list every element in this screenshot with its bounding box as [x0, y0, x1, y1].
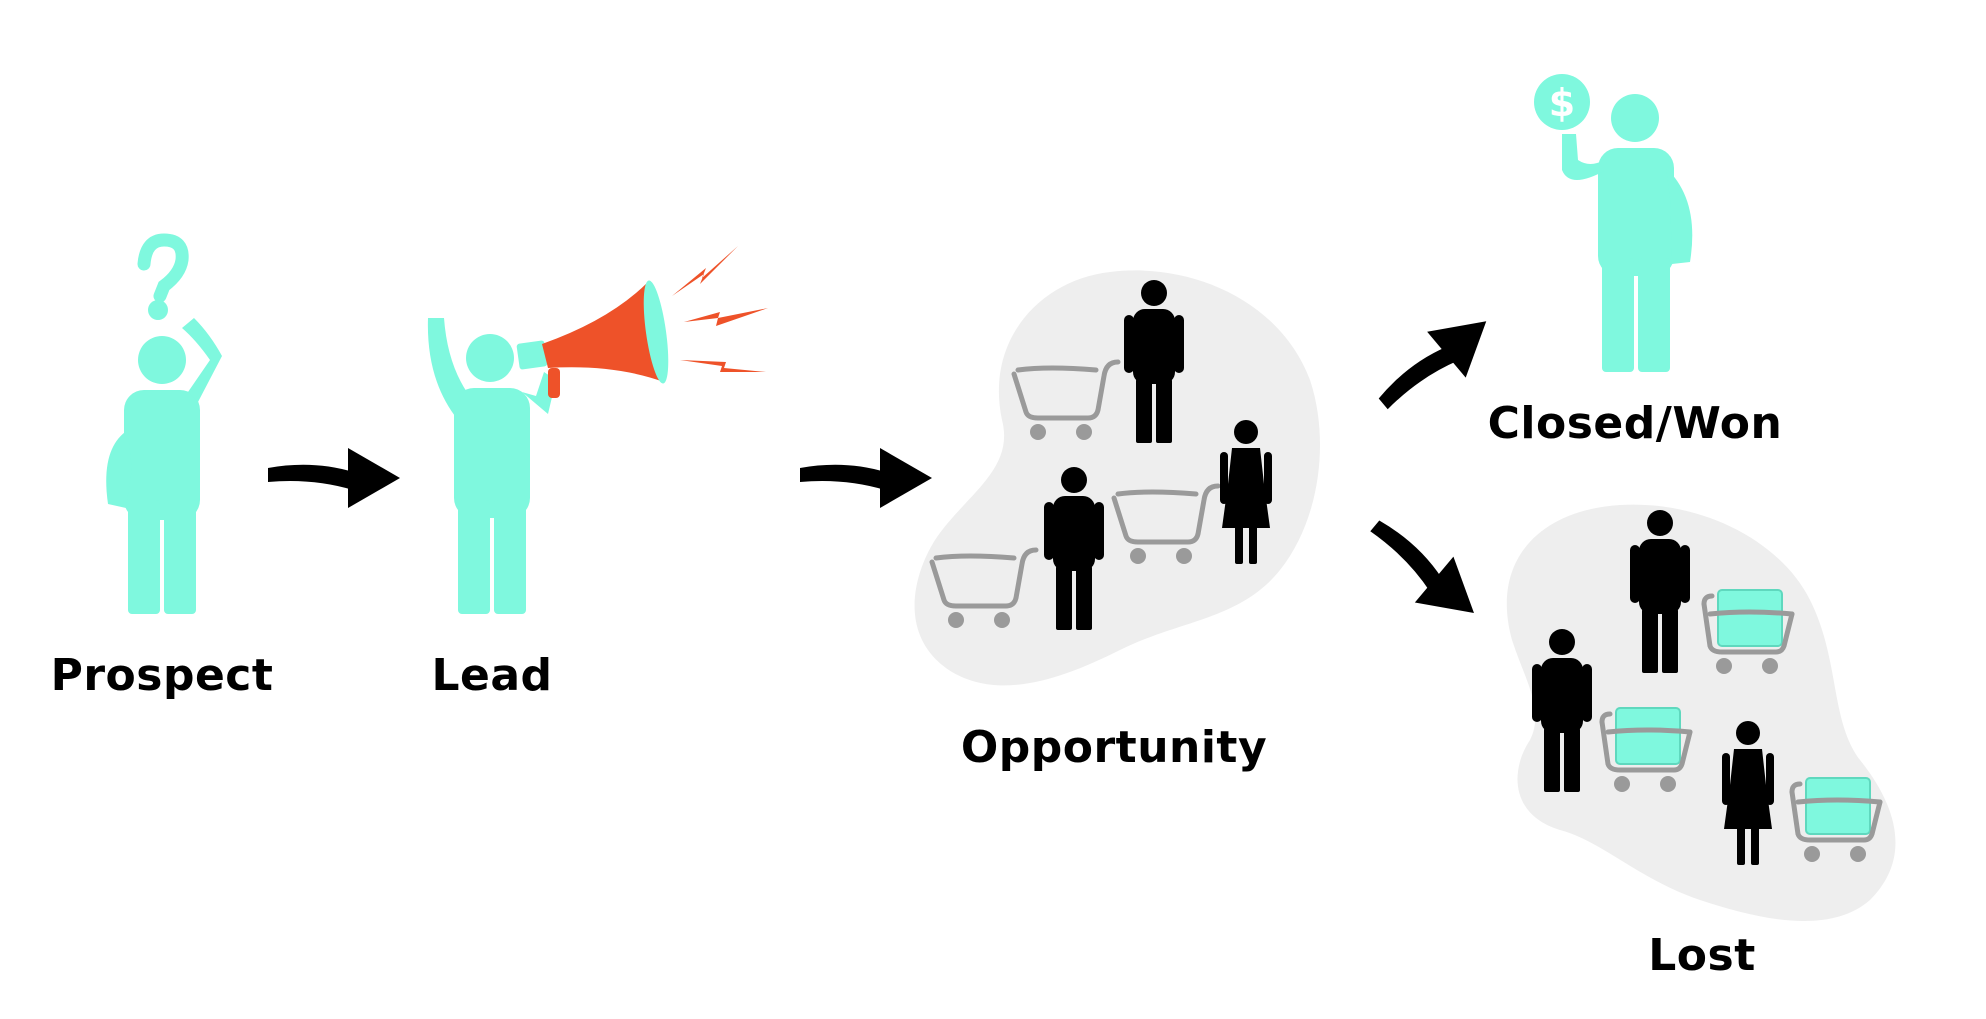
- lost-cluster: [1506, 504, 1896, 921]
- opportunity-cluster: [914, 270, 1320, 686]
- flow-arrow-lead-to-opportunity: [800, 448, 932, 508]
- dollar-coin-icon: $: [1534, 74, 1590, 130]
- flow-arrow-opportunity-to-lost: [1353, 505, 1494, 636]
- svg-text:$: $: [1549, 81, 1575, 125]
- flow-arrow-prospect-to-lead: [268, 448, 400, 508]
- closed-won-figure: $: [1534, 74, 1693, 372]
- opportunity-label: Opportunity: [960, 722, 1268, 773]
- lost-label: Lost: [1648, 930, 1756, 981]
- person-icon: [427, 318, 556, 614]
- megaphone-icon: [516, 280, 669, 398]
- flow-arrow-opportunity-to-closed-won: [1365, 298, 1506, 430]
- lost-cloud-shape: [1506, 504, 1896, 921]
- closed-won-label: Closed/Won: [1487, 398, 1783, 449]
- lead-figure: [427, 246, 768, 614]
- prospect-figure: [106, 233, 222, 614]
- lead-label: Lead: [431, 650, 553, 701]
- question-mark-icon: [137, 233, 189, 303]
- lightning-icon: [672, 246, 768, 372]
- person-icon: [106, 318, 222, 614]
- prospect-label: Prospect: [50, 650, 274, 701]
- question-mark-dot-icon: [148, 300, 168, 320]
- person-icon: [1562, 94, 1693, 372]
